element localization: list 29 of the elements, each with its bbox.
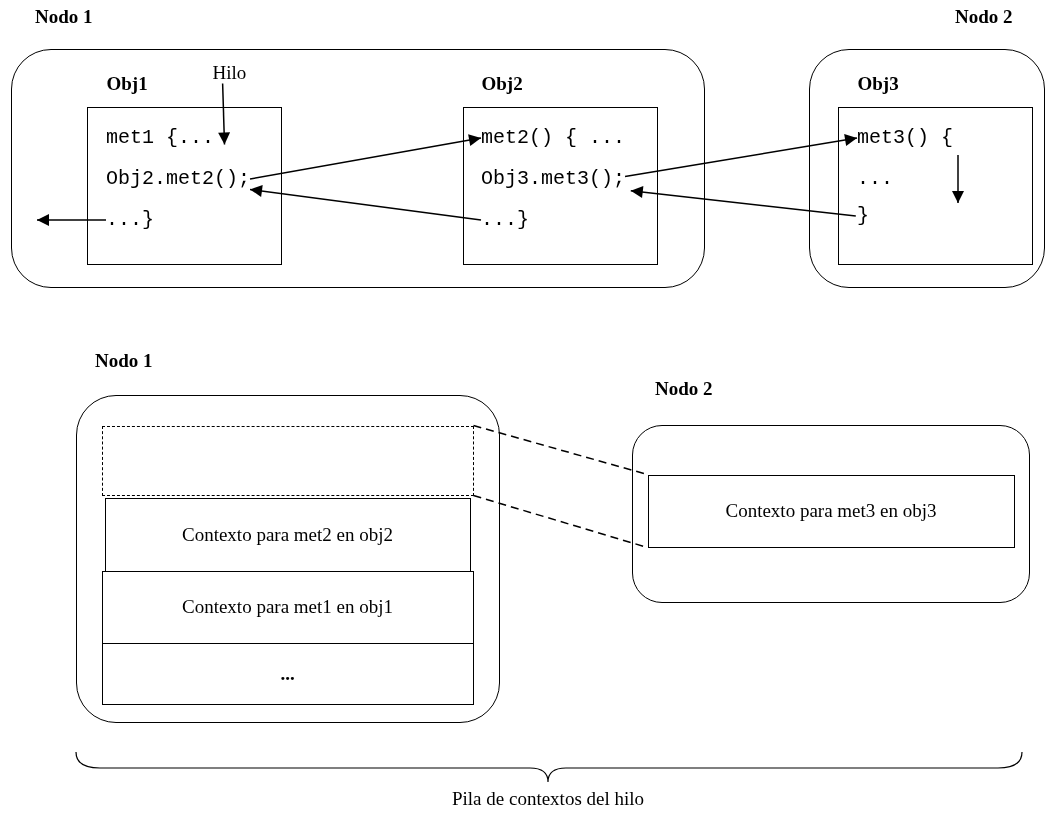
context-frame: ... [101, 642, 474, 705]
brace-caption: Pila de contextos del hilo [451, 788, 645, 810]
object-title: Obj3 [857, 72, 899, 95]
arrow [249, 134, 482, 180]
code-line: met1 {... [106, 125, 256, 151]
node-title: Nodo 2 [955, 6, 1013, 28]
code-line: Obj3.met3(); [481, 166, 626, 192]
code-line: ...} [106, 207, 154, 233]
arrow [218, 82, 231, 146]
node-title: Nodo 1 [35, 6, 93, 28]
node-title: Nodo 2 [655, 378, 713, 400]
context-frame: Contexto para met1 en obj1 [101, 570, 474, 644]
node-title: Nodo 1 [95, 350, 153, 372]
arrow [624, 134, 858, 178]
object-title: Obj2 [481, 72, 523, 95]
code-line: Obj2.met2(); [106, 166, 251, 192]
arrow [249, 185, 482, 221]
thread-label: Hilo [212, 61, 247, 84]
code-line: ...} [481, 207, 529, 233]
empty-context-slot [101, 425, 474, 496]
code-line: } [857, 203, 869, 229]
arrow [36, 214, 107, 226]
context-frame: Contexto para met2 en obj2 [104, 497, 471, 572]
object-title: Obj1 [106, 72, 148, 95]
code-line: met2() { ... [481, 125, 626, 151]
context-frame: Contexto para met3 en obj3 [647, 474, 1015, 548]
code-line: ... [857, 166, 893, 192]
arrow [630, 186, 857, 217]
code-line: met3() { [857, 125, 953, 151]
